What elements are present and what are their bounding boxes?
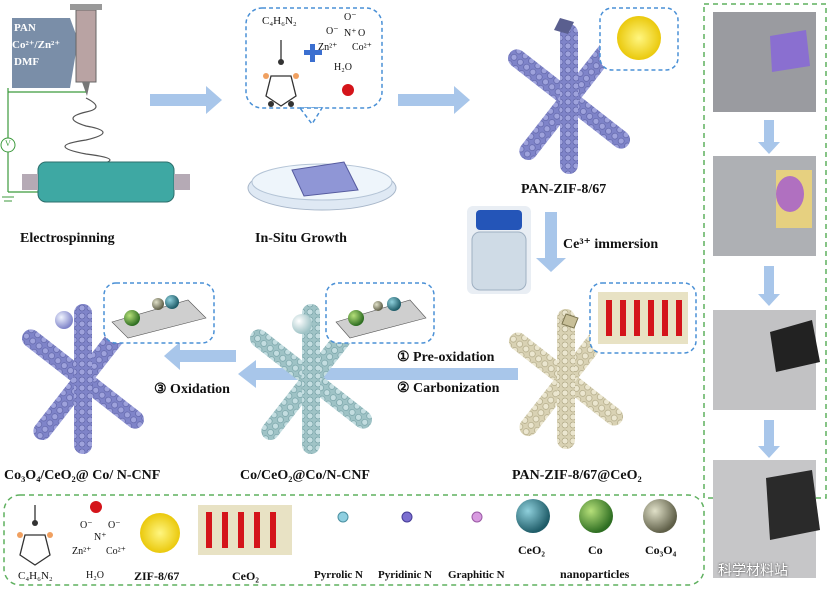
bubble-zn: Zn²⁺ (318, 42, 338, 53)
label-ce-immersion: Ce³⁺ immersion (563, 237, 659, 252)
legend-pyridinic-dot (401, 511, 413, 523)
label-co3o4: Co₃O₄/CeO₂@ Co/ N-CNF (4, 468, 161, 483)
legend-ceo2-structure (198, 505, 292, 555)
syringe-label-pan: PAN (14, 22, 36, 34)
fiber-co-ceo2 (249, 304, 373, 454)
legend-graphitic-label: Graphitic N (448, 569, 505, 581)
bubble-n: N⁺ (344, 28, 357, 39)
legend-zif-label: ZIF-8/67 (134, 569, 180, 583)
legend-co3o4-ball (643, 499, 677, 533)
ceo2-crystal-icon (561, 313, 579, 329)
zif-particle (617, 16, 661, 60)
legend-pyrrolic-dot (337, 511, 349, 523)
bubble-o-left: O⁻ (326, 26, 339, 37)
plus-icon (310, 44, 315, 62)
legend-water: H₂O (86, 570, 104, 581)
legend-zn: Zn²⁺ (72, 546, 92, 557)
label-oxidation: ③ Oxidation (154, 382, 230, 397)
legend-nitrate-o2: O⁻ (108, 520, 121, 531)
bubble-formula: C₄H₆N₂ (262, 15, 297, 27)
legend-formula: C₄H₆N₂ (18, 570, 53, 582)
syringe-needle (82, 82, 90, 96)
fiber-jet (64, 97, 111, 167)
bubble-water: H₂O (334, 62, 352, 73)
legend-nitrate-n: N⁺ (94, 532, 107, 543)
syringe-plunger (70, 4, 102, 10)
bubble-co: Co²⁺ (352, 42, 372, 53)
syringe-body (75, 9, 97, 83)
collector-drum (37, 161, 175, 203)
label-pan-zif: PAN-ZIF-8/67 (521, 182, 607, 197)
legend-nanoparticles-label: nanoparticles (560, 567, 630, 581)
syringe-label-dmf: DMF (14, 56, 40, 68)
red-ion-dot (342, 84, 354, 96)
ceo2-structure (598, 292, 688, 344)
legend-co-ion: Co²⁺ (106, 546, 126, 557)
legend-co-label: Co (588, 543, 603, 557)
label-pre-oxidation: ① Pre-oxidation (397, 350, 495, 365)
legend-red-dot (90, 501, 102, 513)
fiber-pan-zif-ceo2 (508, 309, 624, 449)
label-electrospinning: Electrospinning (20, 231, 115, 246)
legend-zif (140, 513, 180, 553)
fiber-pan-zif (507, 24, 631, 174)
legend-ceo2-struct-label: CeO₂ (232, 569, 259, 583)
graphene-sheet-2 (335, 299, 427, 339)
legend-pyridinic-label: Pyridinic N (378, 569, 433, 581)
legend-imidazole (17, 505, 53, 566)
legend-graphitic-dot (471, 511, 483, 523)
voltage-source (0, 137, 16, 153)
legend-ceo2-label: CeO₂ (518, 543, 545, 557)
legend-nitrate-o1: O⁻ (80, 520, 93, 531)
teal-sphere (292, 314, 312, 334)
label-pan-zif-ceo2: PAN-ZIF-8/67@CeO₂ (512, 468, 642, 483)
syringe-barrel-bg (12, 18, 78, 88)
syringe-label-ions: Co²⁺/Zn²⁺ (12, 39, 61, 51)
legend-co3o4-label: Co₃O₄ (645, 543, 677, 557)
electrospinning-apparatus (0, 4, 190, 203)
fiber-co3o4 (21, 304, 145, 454)
blue-sphere (55, 311, 73, 329)
watermark: 科学材料站 (718, 563, 788, 579)
legend-ceo2-ball (516, 499, 550, 533)
bubble-o-top: O⁻ (344, 12, 357, 23)
label-in-situ-growth: In-Situ Growth (255, 231, 347, 246)
imidazole-ring (263, 40, 299, 107)
zif-crystal-icon (554, 18, 574, 34)
bubble-o-right: O (358, 28, 366, 39)
label-carbonization: ② Carbonization (397, 381, 500, 396)
voltage-label: V (5, 139, 11, 148)
legend-co-ball (579, 499, 613, 533)
label-co-ceo2: Co/CeO₂@Co/N-CNF (240, 468, 370, 483)
legend-pyrrolic-label: Pyrrolic N (314, 569, 363, 581)
petri-dish (247, 161, 397, 211)
